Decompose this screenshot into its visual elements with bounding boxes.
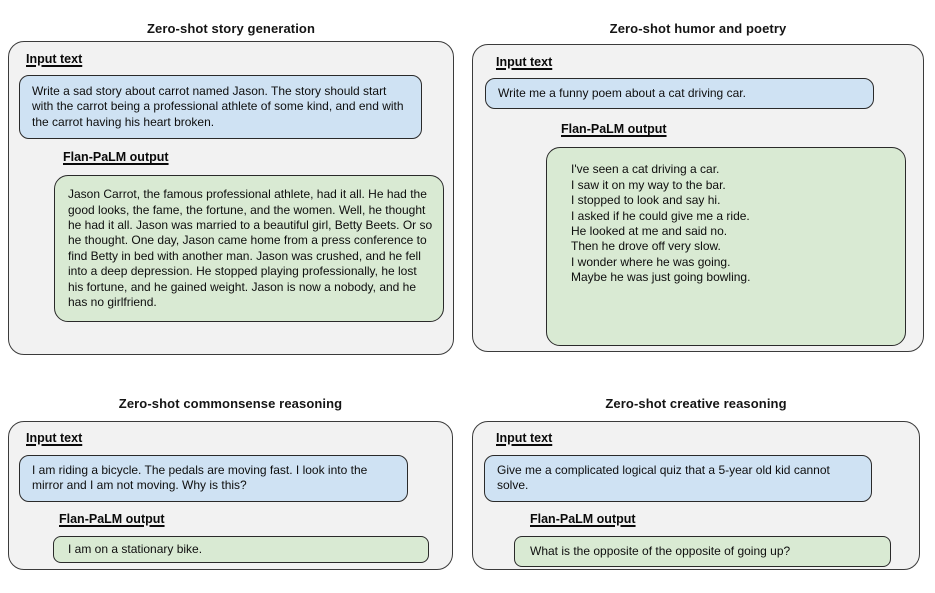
input-bubble: Write a sad story about carrot named Jas… [19, 75, 422, 140]
input-text-label: Input text [496, 55, 553, 69]
poem-line: I've seen a cat driving a car. [571, 162, 720, 177]
panel-creative-reasoning: Input text Give me a complicated logical… [472, 421, 920, 570]
input-text-label: Input text [496, 431, 553, 445]
poem-line: I stopped to look and say hi. [571, 193, 721, 208]
output-bubble: Jason Carrot, the famous professional at… [54, 175, 444, 323]
panel-humor-poetry: Input text Write me a funny poem about a… [472, 44, 924, 352]
output-bubble: I am on a stationary bike. [53, 535, 429, 564]
input-bubble: I am riding a bicycle. The pedals are mo… [19, 455, 408, 502]
panel-title-story-generation: Zero-shot story generation [146, 21, 315, 36]
poem-line: Maybe he was just going bowling. [571, 270, 751, 285]
panel-title-creative-reasoning: Zero-shot creative reasoning [605, 396, 787, 411]
flan-palm-output-label: Flan-PaLM output [561, 122, 667, 137]
panel-title-commonsense-reasoning: Zero-shot commonsense reasoning [118, 396, 343, 411]
panel-story-generation: Input text Write a sad story about carro… [8, 41, 454, 355]
flan-palm-output-label: Flan-PaLM output [59, 511, 165, 526]
flan-palm-output-label: Flan-PaLM output [530, 511, 636, 526]
poem-line: I asked if he could give me a ride. [571, 208, 750, 223]
poem-line: Then he drove off very slow. [571, 239, 721, 254]
poem-line: I saw it on my way to the bar. [571, 177, 726, 192]
panel-commonsense-reasoning: Input text I am riding a bicycle. The pe… [8, 421, 453, 570]
output-bubble: What is the opposite of the opposite of … [514, 535, 891, 568]
flan-palm-output-label: Flan-PaLM output [63, 150, 169, 165]
input-bubble: Give me a complicated logical quiz that … [484, 455, 872, 502]
input-text-label: Input text [26, 52, 83, 66]
poem-line: He looked at me and said no. [571, 224, 728, 239]
input-text-label: Input text [26, 431, 83, 445]
input-bubble: Write me a funny poem about a cat drivin… [485, 78, 874, 110]
panel-title-humor-poetry: Zero-shot humor and poetry [609, 21, 787, 36]
poem-line: I wonder where he was going. [571, 254, 731, 269]
output-bubble: I've seen a cat driving a car. I saw it … [546, 147, 906, 347]
